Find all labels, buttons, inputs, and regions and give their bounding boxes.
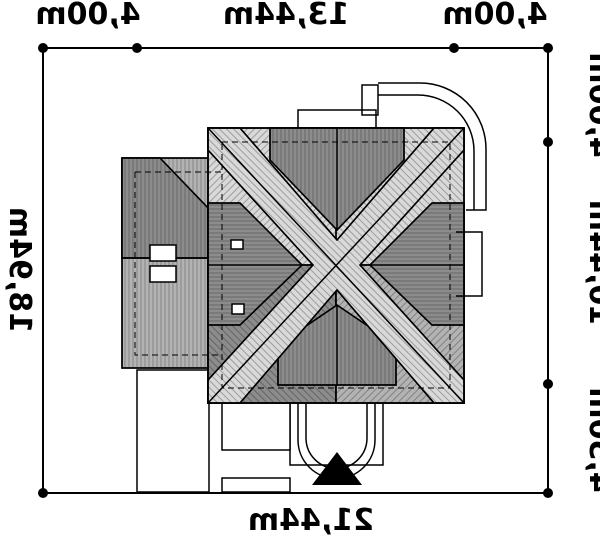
skylights	[149, 239, 245, 315]
bottom-dim: 21,44m	[248, 503, 374, 538]
balcony	[297, 82, 487, 211]
terrace	[136, 369, 291, 493]
top-dim-right: 4,00m	[442, 0, 547, 32]
bay-window	[456, 231, 483, 297]
wall-outline	[134, 141, 451, 389]
top-dim-center: 13,44m	[223, 0, 349, 32]
left-dim: 18,94m	[2, 207, 37, 333]
roof-main	[207, 127, 465, 404]
roof-left-wing	[121, 157, 211, 369]
right-dim-bottom: 4,50m	[582, 387, 600, 492]
right-dim-middle: 10,44m	[582, 200, 600, 326]
right-dim-top: 4,00m	[582, 52, 600, 157]
triangle-up-icon	[312, 452, 362, 485]
dimension-ticks	[38, 43, 553, 498]
plot-boundary	[42, 47, 549, 494]
top-dim-left: 4,00m	[35, 0, 140, 32]
